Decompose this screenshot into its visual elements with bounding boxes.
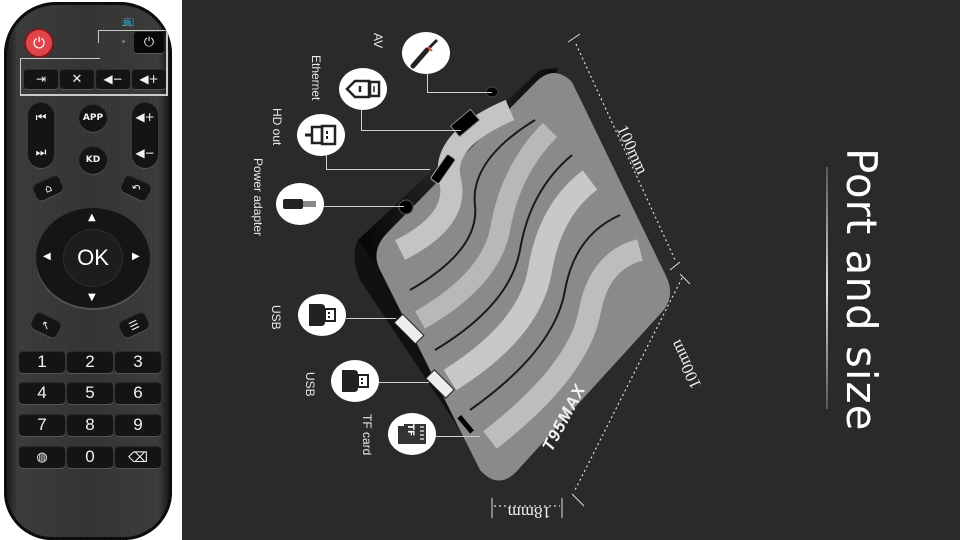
port-label-usb-1: USB [269,305,283,330]
mouse-button[interactable]: ↖ [29,310,63,340]
home-icon: ⌂ [42,180,54,196]
ir-led [122,40,125,43]
leader-line-av [427,92,492,93]
leader-line-usb-2 [379,382,429,383]
key-5[interactable]: 5 [67,382,113,404]
page-title: Port and size [837,148,886,432]
tf-card-icon: TF [388,413,436,455]
backspace-icon: ⌫ [128,448,148,465]
key-7[interactable]: 7 [19,414,65,436]
leader-line-usb-1 [346,318,396,319]
globe-icon: ◍ [36,449,48,464]
key-browser[interactable]: ◍ [19,446,65,468]
input-source-button[interactable]: ⇥ [24,69,58,89]
port-label-hd-out: HD out [270,108,284,146]
key-0[interactable]: 0 [67,446,113,468]
ethernet-plug-icon [339,68,387,110]
leader-line-tf-card [436,436,480,437]
kd-button[interactable]: KD [79,146,107,174]
dc-plug-icon [276,183,324,225]
volume-down-icon: ◀− [103,72,123,86]
usb-plug-icon [331,360,379,402]
tv-control-frame [20,94,168,96]
dpad-left-button[interactable]: ◀ [43,251,51,262]
volume-up-icon: ◀+ [139,72,159,86]
power-button[interactable]: ⏻ [26,30,52,56]
power-icon: ⏻ [143,34,155,50]
volume-down-button[interactable]: ◀− [96,69,130,89]
leader-line-power [324,206,404,207]
port-label-power: Power adapter [251,158,265,237]
leader-line-hd-out [326,154,327,169]
tv-power-button[interactable]: ⏻ [134,31,164,53]
key-1[interactable]: 1 [19,351,65,373]
key-2[interactable]: 2 [67,351,113,373]
key-8[interactable]: 8 [67,414,113,436]
usb-plug-icon [298,294,346,336]
power-icon: ⏻ [33,34,45,52]
tv-control-frame [20,58,100,59]
home-button[interactable]: ⌂ [31,173,65,203]
menu-icon: ☰ [126,317,142,333]
back-icon: ↶ [129,180,143,196]
previous-track-button[interactable]: ⏮ [35,110,47,124]
dpad-up-button[interactable]: ▲ [88,212,96,223]
leader-line-ethernet [361,130,461,131]
track-pill: ⏮ ⏭ [28,102,54,168]
key-9[interactable]: 9 [115,414,161,436]
av-cable-icon [402,32,450,74]
mute-icon: ✕ [71,71,83,87]
tf-card-text: TF [405,423,416,437]
next-track-button[interactable]: ⏭ [35,145,47,159]
key-delete[interactable]: ⌫ [115,446,161,468]
menu-button[interactable]: ☰ [117,310,151,340]
volume-pill: ◀+ ◀− [132,102,158,168]
dpad-down-button[interactable]: ▼ [88,292,96,303]
remote-control: ⏻ 📺 ⏻ ⇥ ✕ ◀− ◀+ ⏮ ⏭ ◀+ ◀− APP KD ⌂ ↶ ▲ ▼… [4,2,172,540]
tv-control-frame [20,58,21,94]
leader-line-av [427,72,428,92]
port-label-ethernet: Ethernet [309,55,323,101]
hdmi-plug-icon [297,114,345,156]
key-3[interactable]: 3 [115,351,161,373]
dpad-right-button[interactable]: ▶ [132,251,140,262]
volume-up-button[interactable]: ◀+ [132,69,166,89]
volume-down-button[interactable]: ◀− [135,146,155,160]
leader-line-ethernet [361,108,362,130]
tv-control-frame [166,30,168,95]
dimension-lines [491,33,691,518]
tv-control-frame [98,30,167,43]
title-divider [826,167,828,409]
port-label-usb-2: USB [303,372,317,397]
mouse-pointer-icon: ↖ [39,317,53,333]
mute-button[interactable]: ✕ [60,69,94,89]
tv-box-image [354,68,671,481]
tv-icon: 📺 [122,16,135,27]
key-4[interactable]: 4 [19,382,65,404]
back-button[interactable]: ↶ [119,173,153,203]
volume-up-button[interactable]: ◀+ [135,110,155,124]
key-6[interactable]: 6 [115,382,161,404]
ok-button[interactable]: OK [64,230,122,286]
input-source-icon: ⇥ [35,72,47,86]
app-button[interactable]: APP [79,104,107,132]
leader-line-hd-out [326,169,430,170]
dpad: ▲ ▼ ◀ ▶ OK [36,208,150,308]
